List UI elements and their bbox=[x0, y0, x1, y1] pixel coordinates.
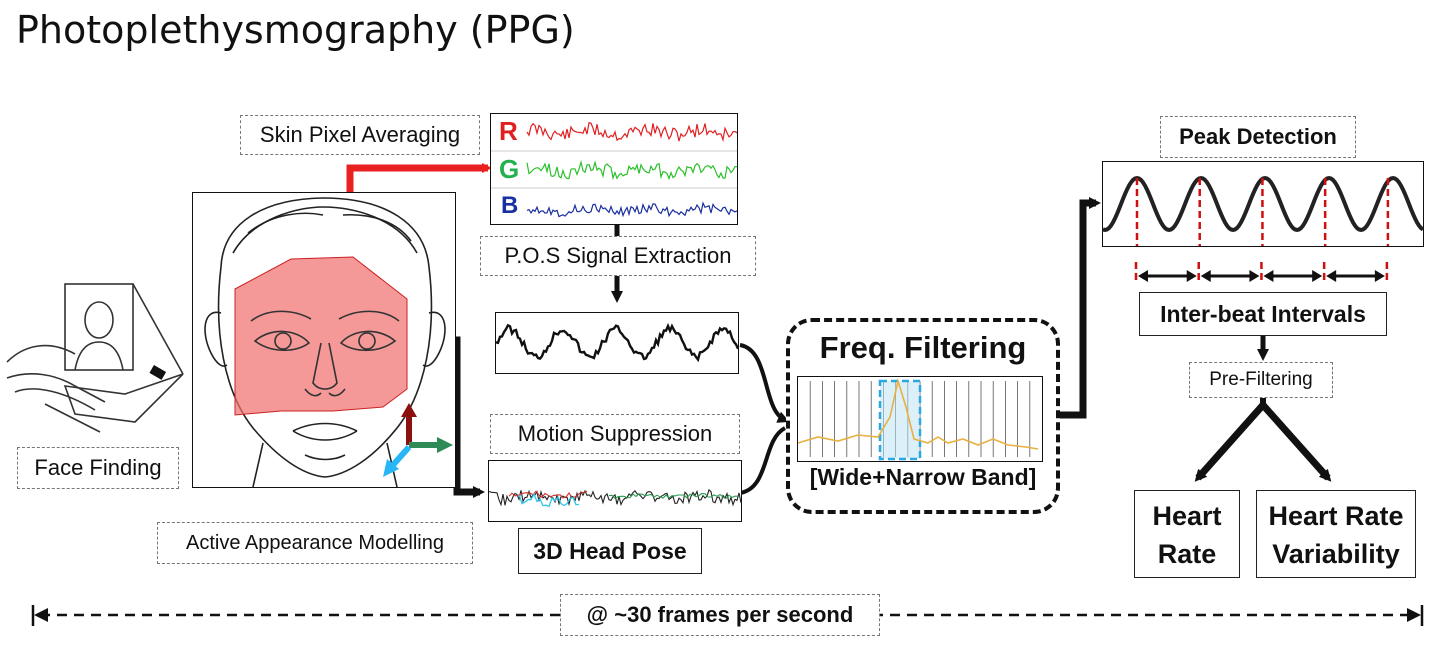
spectrum-plot bbox=[797, 377, 1039, 461]
inter-beat-arrows bbox=[1134, 262, 1389, 284]
motion-traces bbox=[488, 488, 742, 508]
motion-trace-black bbox=[488, 488, 742, 507]
pos-trace bbox=[495, 322, 740, 363]
timeline-left-arrowhead bbox=[34, 608, 48, 622]
green-channel-trace bbox=[526, 159, 738, 181]
arrow-motion-to-filter bbox=[739, 426, 787, 495]
hrv-box: Heart Rate Variability bbox=[1256, 490, 1416, 578]
pos-signal-panel bbox=[495, 312, 740, 374]
channel-letter-r: R bbox=[499, 116, 518, 146]
spectrum-curve bbox=[797, 377, 1039, 450]
red-channel-trace bbox=[526, 121, 738, 143]
peak-detection-label: Peak Detection bbox=[1160, 116, 1356, 158]
motion-trace-green bbox=[608, 492, 738, 500]
head-pose-label: 3D Head Pose bbox=[518, 528, 702, 574]
blue-channel-trace bbox=[526, 201, 738, 218]
heart-rate-box: Heart Rate bbox=[1134, 490, 1240, 578]
freq-filtering-title: Freq. Filtering bbox=[819, 330, 1027, 365]
spectrum-panel bbox=[797, 376, 1043, 462]
channel-letter-g: G bbox=[499, 154, 520, 184]
channel-letter-b: B bbox=[501, 192, 519, 219]
arrow-signal-to-filter bbox=[739, 343, 790, 423]
skin-mask bbox=[234, 256, 408, 416]
arrow-filter-to-peaks bbox=[1060, 197, 1101, 419]
motion-signal-panel bbox=[488, 460, 742, 522]
peak-detection-panel bbox=[1102, 161, 1425, 247]
page-title: Photoplethysmography (PPG) bbox=[16, 8, 575, 52]
laptop-user-illustration bbox=[6, 283, 184, 433]
fps-label: @ ~30 frames per second bbox=[560, 594, 880, 636]
head-pose-axes bbox=[383, 403, 453, 477]
motion-trace-red bbox=[508, 490, 588, 499]
heart-rate-line-1: Heart bbox=[1152, 501, 1222, 531]
band-label: [Wide+Narrow Band] bbox=[809, 464, 1037, 490]
skin-pixel-averaging-label: Skin Pixel Averaging bbox=[240, 115, 480, 155]
active-appearance-label: Active Appearance Modelling bbox=[157, 522, 473, 564]
pre-filtering-label: Pre-Filtering bbox=[1189, 362, 1333, 398]
face-finding-label: Face Finding bbox=[17, 447, 179, 489]
hrv-line-1: Heart Rate bbox=[1268, 501, 1404, 531]
rgb-signal-panel: R G B bbox=[490, 113, 738, 225]
peak-waveform bbox=[1102, 175, 1425, 246]
pass-band bbox=[878, 379, 922, 461]
inter-beat-intervals-label: Inter-beat Intervals bbox=[1139, 292, 1387, 336]
timeline-right-arrowhead bbox=[1407, 608, 1421, 622]
arrow-to-heart-rate bbox=[1194, 402, 1266, 482]
rgb-traces bbox=[491, 121, 738, 218]
arrow-to-hrv bbox=[1260, 402, 1332, 482]
hrv-line-2: Variability bbox=[1272, 539, 1400, 569]
motion-suppression-label: Motion Suppression bbox=[490, 414, 740, 454]
heart-rate-line-2: Rate bbox=[1157, 539, 1217, 569]
face-panel bbox=[192, 192, 456, 488]
motion-trace-cyan bbox=[518, 492, 580, 508]
pos-signal-extraction-label: P.O.S Signal Extraction bbox=[480, 236, 756, 276]
